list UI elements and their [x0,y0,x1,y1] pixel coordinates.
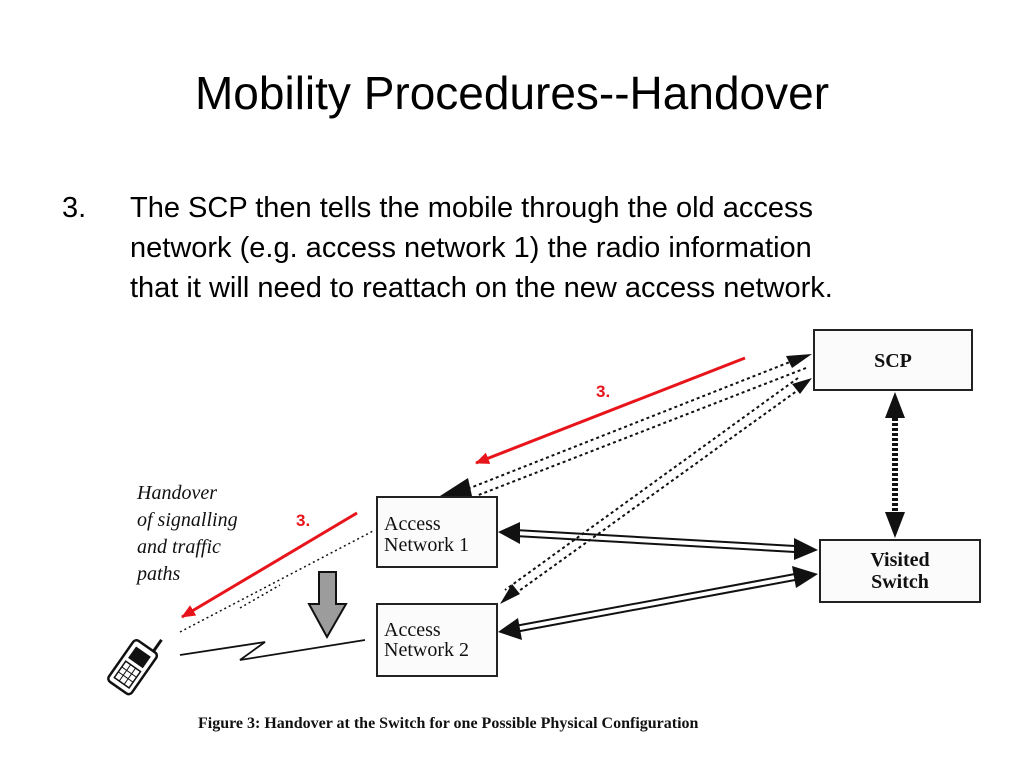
access-network-2-label-line-1: Access [384,619,441,641]
an2-switch-link [498,566,818,640]
step-3-arrow-an1-to-mobile: 3. [181,511,358,619]
access-network-2-node: Access Network 2 [376,603,498,677]
access-network-1-node: Access Network 1 [376,496,498,568]
old-signalling-path [179,529,376,633]
scp-an2-link [500,377,812,604]
handover-note-line-1: Handover [136,482,217,504]
step-label-lower: 3. [296,511,310,530]
handover-note-line-2: of signalling [137,509,238,531]
mobile-phone-icon [107,638,163,696]
handover-note: Handover of signalling and traffic paths [135,482,238,585]
bullet-line-2: network (e.g. access network 1) the radi… [130,232,812,264]
slide-title: Mobility Procedures--Handover [194,67,830,119]
visited-switch-label-line-2: Switch [871,571,929,593]
scp-node: SCP [813,329,973,391]
down-arrow-icon [307,571,348,640]
step-3-arrow-scp-to-an1: 3. [475,356,746,465]
visited-switch-label-line-1: Visited [870,549,929,571]
bullet-number: 3. [62,192,87,224]
figure-caption: Figure 3: Handover at the Switch for one… [198,715,699,732]
radio-link [179,639,366,661]
step-label-upper: 3. [596,382,610,401]
scp-an1-link [440,354,812,497]
access-network-2-label-line-2: Network 2 [384,639,469,661]
handover-note-line-4: paths [135,563,181,585]
an1-switch-link [498,522,818,560]
bullet-line-1: The SCP then tells the mobile through th… [130,192,813,224]
scp-switch-link [885,392,905,538]
visited-switch-node: Visited Switch [819,539,981,603]
access-network-1-label-line-2: Network 1 [384,534,469,556]
handover-note-line-3: and traffic [137,536,221,558]
scp-label: SCP [874,350,912,372]
bullet-line-3: that it will need to reattach on the new… [130,272,833,304]
access-network-1-label-line-1: Access [384,513,441,535]
